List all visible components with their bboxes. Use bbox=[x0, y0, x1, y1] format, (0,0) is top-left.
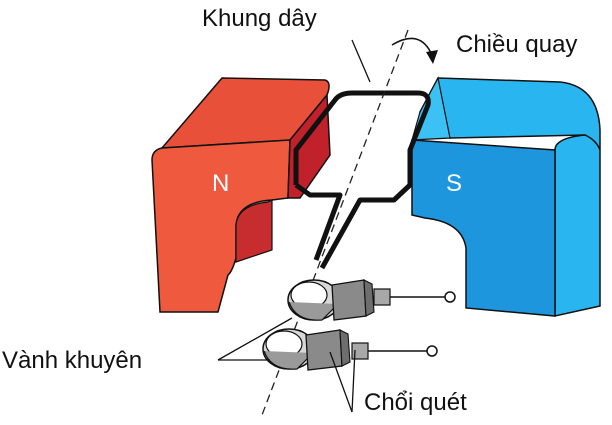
south-magnet bbox=[411, 76, 601, 317]
wire-coil bbox=[293, 90, 431, 270]
brushes bbox=[305, 279, 456, 371]
rotation-arrow-icon bbox=[391, 37, 438, 64]
north-magnet bbox=[151, 77, 331, 313]
brush-lower bbox=[305, 329, 438, 371]
leader-lines bbox=[217, 39, 371, 413]
north-pole-label: N bbox=[212, 170, 229, 197]
slip-ring-upper bbox=[287, 279, 341, 321]
frame-label: Khung dây bbox=[202, 5, 317, 32]
frame-leader bbox=[351, 39, 371, 83]
slip-rings bbox=[262, 279, 341, 370]
south-pole-label: S bbox=[446, 170, 462, 197]
rotation-label: Chiều quay bbox=[456, 31, 577, 58]
brush-leader-right bbox=[351, 349, 356, 413]
slip-rings-label: Vành khuyên bbox=[2, 347, 142, 374]
brushes-label: Chổi quét bbox=[364, 389, 467, 416]
brush-leader-left bbox=[329, 351, 353, 413]
brush-upper bbox=[331, 279, 456, 321]
slip-ring-leader-upper bbox=[217, 317, 293, 361]
